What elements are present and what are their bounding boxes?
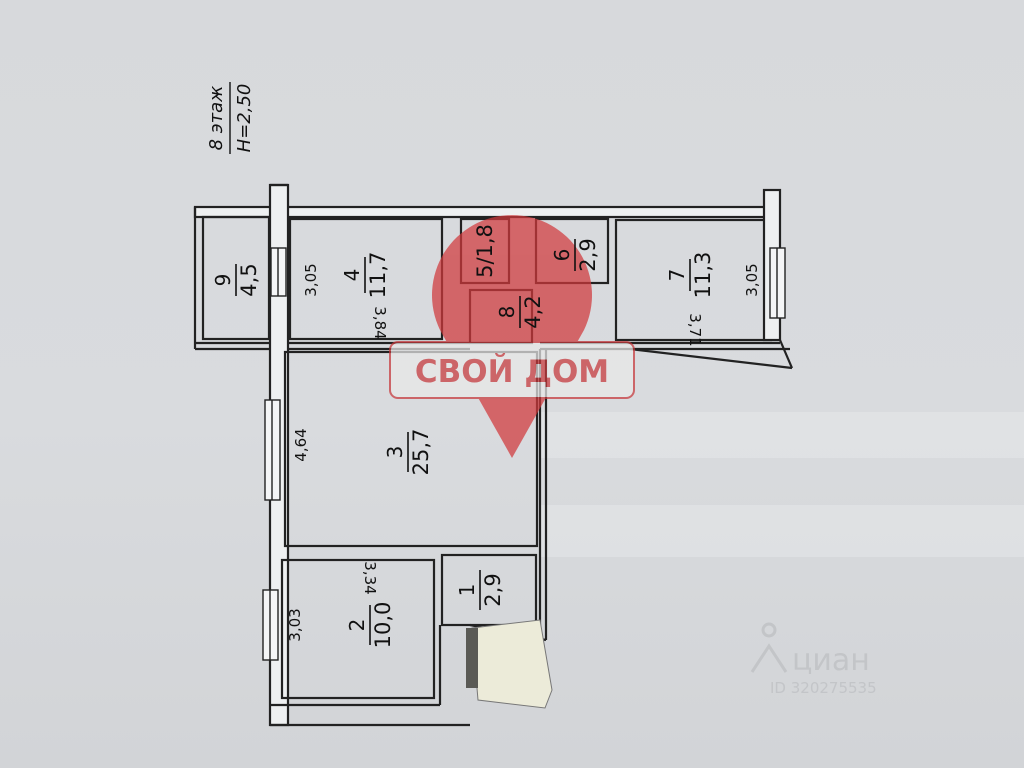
windows [262, 247, 786, 661]
floor-header: 8 этаж H=2,50 [206, 82, 255, 154]
dimension-label: 3,71 [686, 313, 704, 346]
dimension-label: 3,84 [371, 306, 389, 339]
cian-brand: циан [792, 643, 870, 678]
entrance-door-patch [471, 619, 553, 709]
svg-text:1: 1 [455, 584, 479, 597]
room-3: 3 25,7 [383, 429, 433, 476]
dimension-label: 3,34 [361, 561, 379, 594]
room-5: 5/1,8 [473, 224, 497, 278]
cian-logo-icon [750, 622, 788, 673]
svg-text:4: 4 [340, 269, 364, 282]
glare-band [540, 505, 1024, 557]
svg-text:2,9: 2,9 [481, 573, 505, 606]
svg-text:7: 7 [665, 269, 689, 282]
svg-text:2: 2 [345, 619, 369, 632]
svg-text:9: 9 [211, 274, 235, 287]
svg-text:4,2: 4,2 [521, 295, 545, 328]
dimension-label: 3,03 [286, 608, 304, 641]
svg-text:6: 6 [550, 249, 574, 262]
room-4: 4 11,7 [340, 252, 390, 299]
cian-watermark: циан ID 320275535 [750, 622, 877, 697]
svg-text:8: 8 [495, 306, 519, 319]
door-shadow [466, 628, 478, 688]
dimensions: 3,05 3,84 4,64 3,03 3,34 3,05 3,71 [286, 263, 761, 641]
dimension-label: 4,64 [292, 428, 310, 461]
room-2: 2 10,0 [345, 602, 395, 649]
svg-text:4,5: 4,5 [237, 263, 261, 296]
svg-text:5/1,8: 5/1,8 [473, 224, 497, 278]
room-8: 8 4,2 [495, 295, 545, 328]
room-labels: 9 4,5 4 11,7 5/1,8 6 2,9 8 4,2 [211, 224, 715, 648]
svg-text:3: 3 [383, 446, 407, 459]
watermark-text: СВОЙ ДОМ [415, 354, 609, 390]
floor-label: 8 этаж [206, 85, 227, 151]
svg-text:2,9: 2,9 [576, 238, 600, 271]
svg-text:11,7: 11,7 [366, 252, 390, 299]
watermark-logo: СВОЙ ДОМ [389, 215, 635, 458]
dimension-label: 3,05 [302, 263, 320, 296]
cian-listing-id: ID 320275535 [770, 679, 877, 697]
dimension-label: 3,05 [743, 263, 761, 296]
svg-text:10,0: 10,0 [371, 602, 395, 649]
height-label: H=2,50 [234, 84, 255, 153]
svg-text:11,3: 11,3 [691, 252, 715, 299]
room-1: 1 2,9 [455, 570, 505, 610]
glare-band [540, 412, 1024, 458]
room-9: 9 4,5 [211, 263, 261, 296]
svg-text:25,7: 25,7 [409, 429, 433, 476]
room-7: 7 11,3 [665, 252, 715, 299]
room-6: 6 2,9 [550, 238, 600, 271]
